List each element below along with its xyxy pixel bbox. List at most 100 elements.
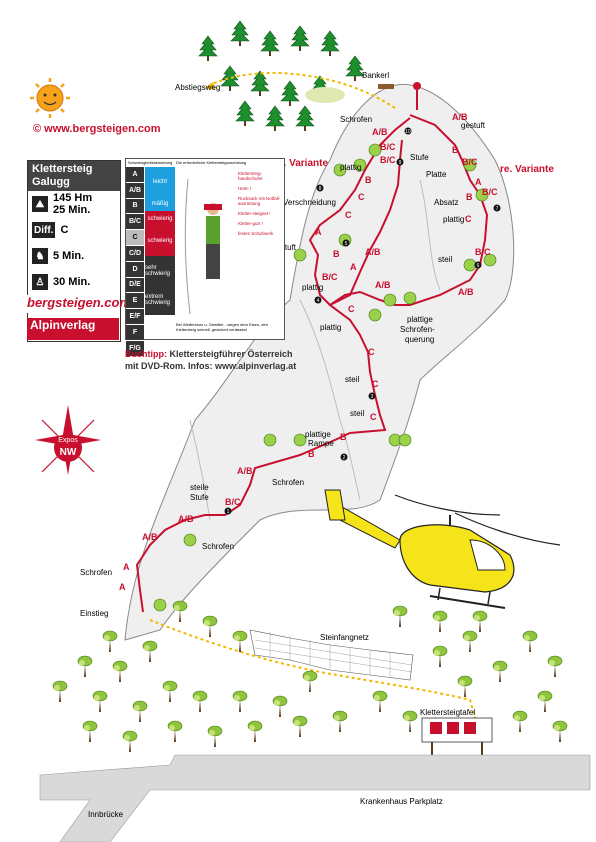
grade-label: B	[308, 449, 315, 459]
grade-label: A/B	[372, 127, 388, 137]
grade-label: A	[350, 262, 357, 272]
gear-item: festes Schuhwerk	[238, 231, 274, 236]
grade-label: A/B	[458, 287, 474, 297]
info-descent-row: ♙ 30 Min.	[28, 269, 120, 295]
grade-label: B/C	[380, 155, 396, 165]
grade-cell: C/D	[126, 245, 144, 262]
info-approach-row: ♞ 5 Min.	[28, 243, 120, 269]
gear-item: Kletter-steigset !	[238, 211, 271, 216]
grade-label: B/C	[462, 157, 478, 167]
brand-alpinverlag[interactable]: Alpinverlag	[27, 318, 119, 340]
grade-cell: B/C	[126, 214, 144, 231]
station-number: 9	[399, 160, 402, 166]
grade-label: B	[466, 192, 473, 202]
label-steil-right: steil	[438, 255, 452, 264]
climber-illustration	[184, 178, 222, 315]
label-gestuft-right: gestuft	[461, 121, 486, 130]
grade-cell: E/F	[126, 309, 144, 325]
label-steinfangnetz: Steinfangnetz	[320, 633, 369, 642]
route-left-variant-2	[329, 139, 403, 306]
bench-icon	[378, 84, 394, 89]
label-schrofen-querung-1: Schrofen-	[400, 325, 435, 334]
summit-marker	[413, 82, 421, 110]
grade-word: extrem schwierig	[145, 285, 175, 315]
station-number: 5	[345, 241, 348, 247]
grade-word: leicht	[145, 167, 175, 197]
compass-rose: Expos NW	[35, 405, 101, 475]
grade-label: B/C	[322, 272, 338, 282]
diff-badge: Diff.	[32, 222, 56, 238]
route-left-variant	[308, 117, 411, 306]
station-number: 1	[227, 509, 230, 515]
scale-header-left: Schwierigkeitsbewertung	[128, 160, 173, 165]
rock-crack	[419, 179, 441, 291]
grade-cell: A	[126, 167, 144, 183]
brand-bergsteigen[interactable]: bergsteigen.com	[27, 295, 131, 313]
label-plattig-mid: plattig	[320, 323, 341, 332]
website-credit[interactable]: © www.bergsteigen.com	[33, 123, 161, 135]
label-verschneidung: Verschneidung	[283, 198, 336, 207]
grade-label: C	[358, 192, 365, 202]
grade-label: B/C	[482, 187, 498, 197]
grade-label: C	[345, 210, 352, 220]
route-sign	[421, 717, 493, 760]
grade-label: C	[370, 412, 377, 422]
label-schrofen-top: Schrofen	[340, 115, 372, 124]
label-schrofen-left: Schrofen	[80, 568, 112, 577]
summit-meadow	[305, 87, 345, 103]
label-klettersteigtafel: Klettersteigtafel	[420, 708, 475, 717]
info-diff-value: C	[60, 224, 69, 236]
label-plattige: plattige	[407, 315, 433, 324]
gear-item: Rucksack mit Notfall-ausrüstung	[238, 196, 281, 206]
label-bankerl: Bankerl	[362, 71, 389, 80]
grade-label: A/B	[375, 280, 391, 290]
label-plattig-left: plattig	[302, 283, 323, 292]
grade-label: B/C	[380, 142, 396, 152]
grade-label: B	[340, 432, 347, 442]
grade-column: A A/B B B/C C C/D D D/E E E/F F F/G	[126, 167, 144, 357]
info-title-line2: Galugg	[32, 176, 70, 188]
grade-cell: F/G	[126, 340, 144, 357]
gear-item: Helm !	[238, 186, 252, 191]
grade-word: schwierig	[145, 211, 175, 227]
grade-word: sehr schwierig	[145, 255, 175, 286]
station-number: 8	[319, 186, 322, 192]
gear-item: Kletter-gurt !	[238, 221, 263, 226]
info-title: Klettersteig Galugg	[28, 161, 120, 191]
grade-label: A	[123, 562, 130, 572]
gear-list: Klettersteig-handschuhe Helm ! Rucksack …	[238, 171, 282, 236]
grade-label: A	[475, 177, 482, 187]
info-time-ascent: 25 Min.	[53, 204, 91, 216]
descent-arrow	[205, 82, 215, 90]
road	[39, 754, 591, 842]
compass-label: Expos	[58, 437, 78, 444]
info-height: 145 Hm	[53, 192, 93, 204]
label-right-variant: re. Variante	[500, 164, 554, 175]
label-absatz: Absatz	[434, 198, 458, 207]
grade-label: B	[365, 175, 372, 185]
helicopter-icon	[324, 489, 561, 609]
grade-label: B/C	[225, 497, 241, 507]
grade-word: schwierig	[145, 226, 175, 256]
station-number: 4	[317, 298, 320, 304]
rock-crack	[189, 419, 211, 521]
label-krankenhaus-parkplatz: Krankenhaus Parkplatz	[360, 797, 443, 806]
info-title-line1: Klettersteig	[32, 163, 93, 175]
book-tip-label: Buchtipp:	[125, 349, 167, 359]
label-plattig-r: plattig	[443, 215, 464, 224]
grade-label: A/B	[237, 466, 253, 476]
compass-direction: NW	[60, 447, 77, 458]
label-plattige-rampe-2: Rampe	[308, 439, 334, 448]
book-tip-info[interactable]: mit DVD-Rom. Infos: www.alpinverlag.at	[125, 361, 297, 371]
info-diff-row: Diff. C	[28, 217, 120, 243]
grade-cell: B	[126, 198, 144, 215]
walker-icon: ♙	[32, 274, 48, 290]
station-number: 3	[371, 394, 374, 400]
scale-header-right: Die erforderliche Klettersteigausrüstung	[176, 160, 247, 165]
book-tip-title: Klettersteigführer Österreich	[169, 349, 293, 359]
label-innbruecke: Innbrücke	[88, 810, 124, 819]
grade-label: A/B	[365, 247, 381, 257]
